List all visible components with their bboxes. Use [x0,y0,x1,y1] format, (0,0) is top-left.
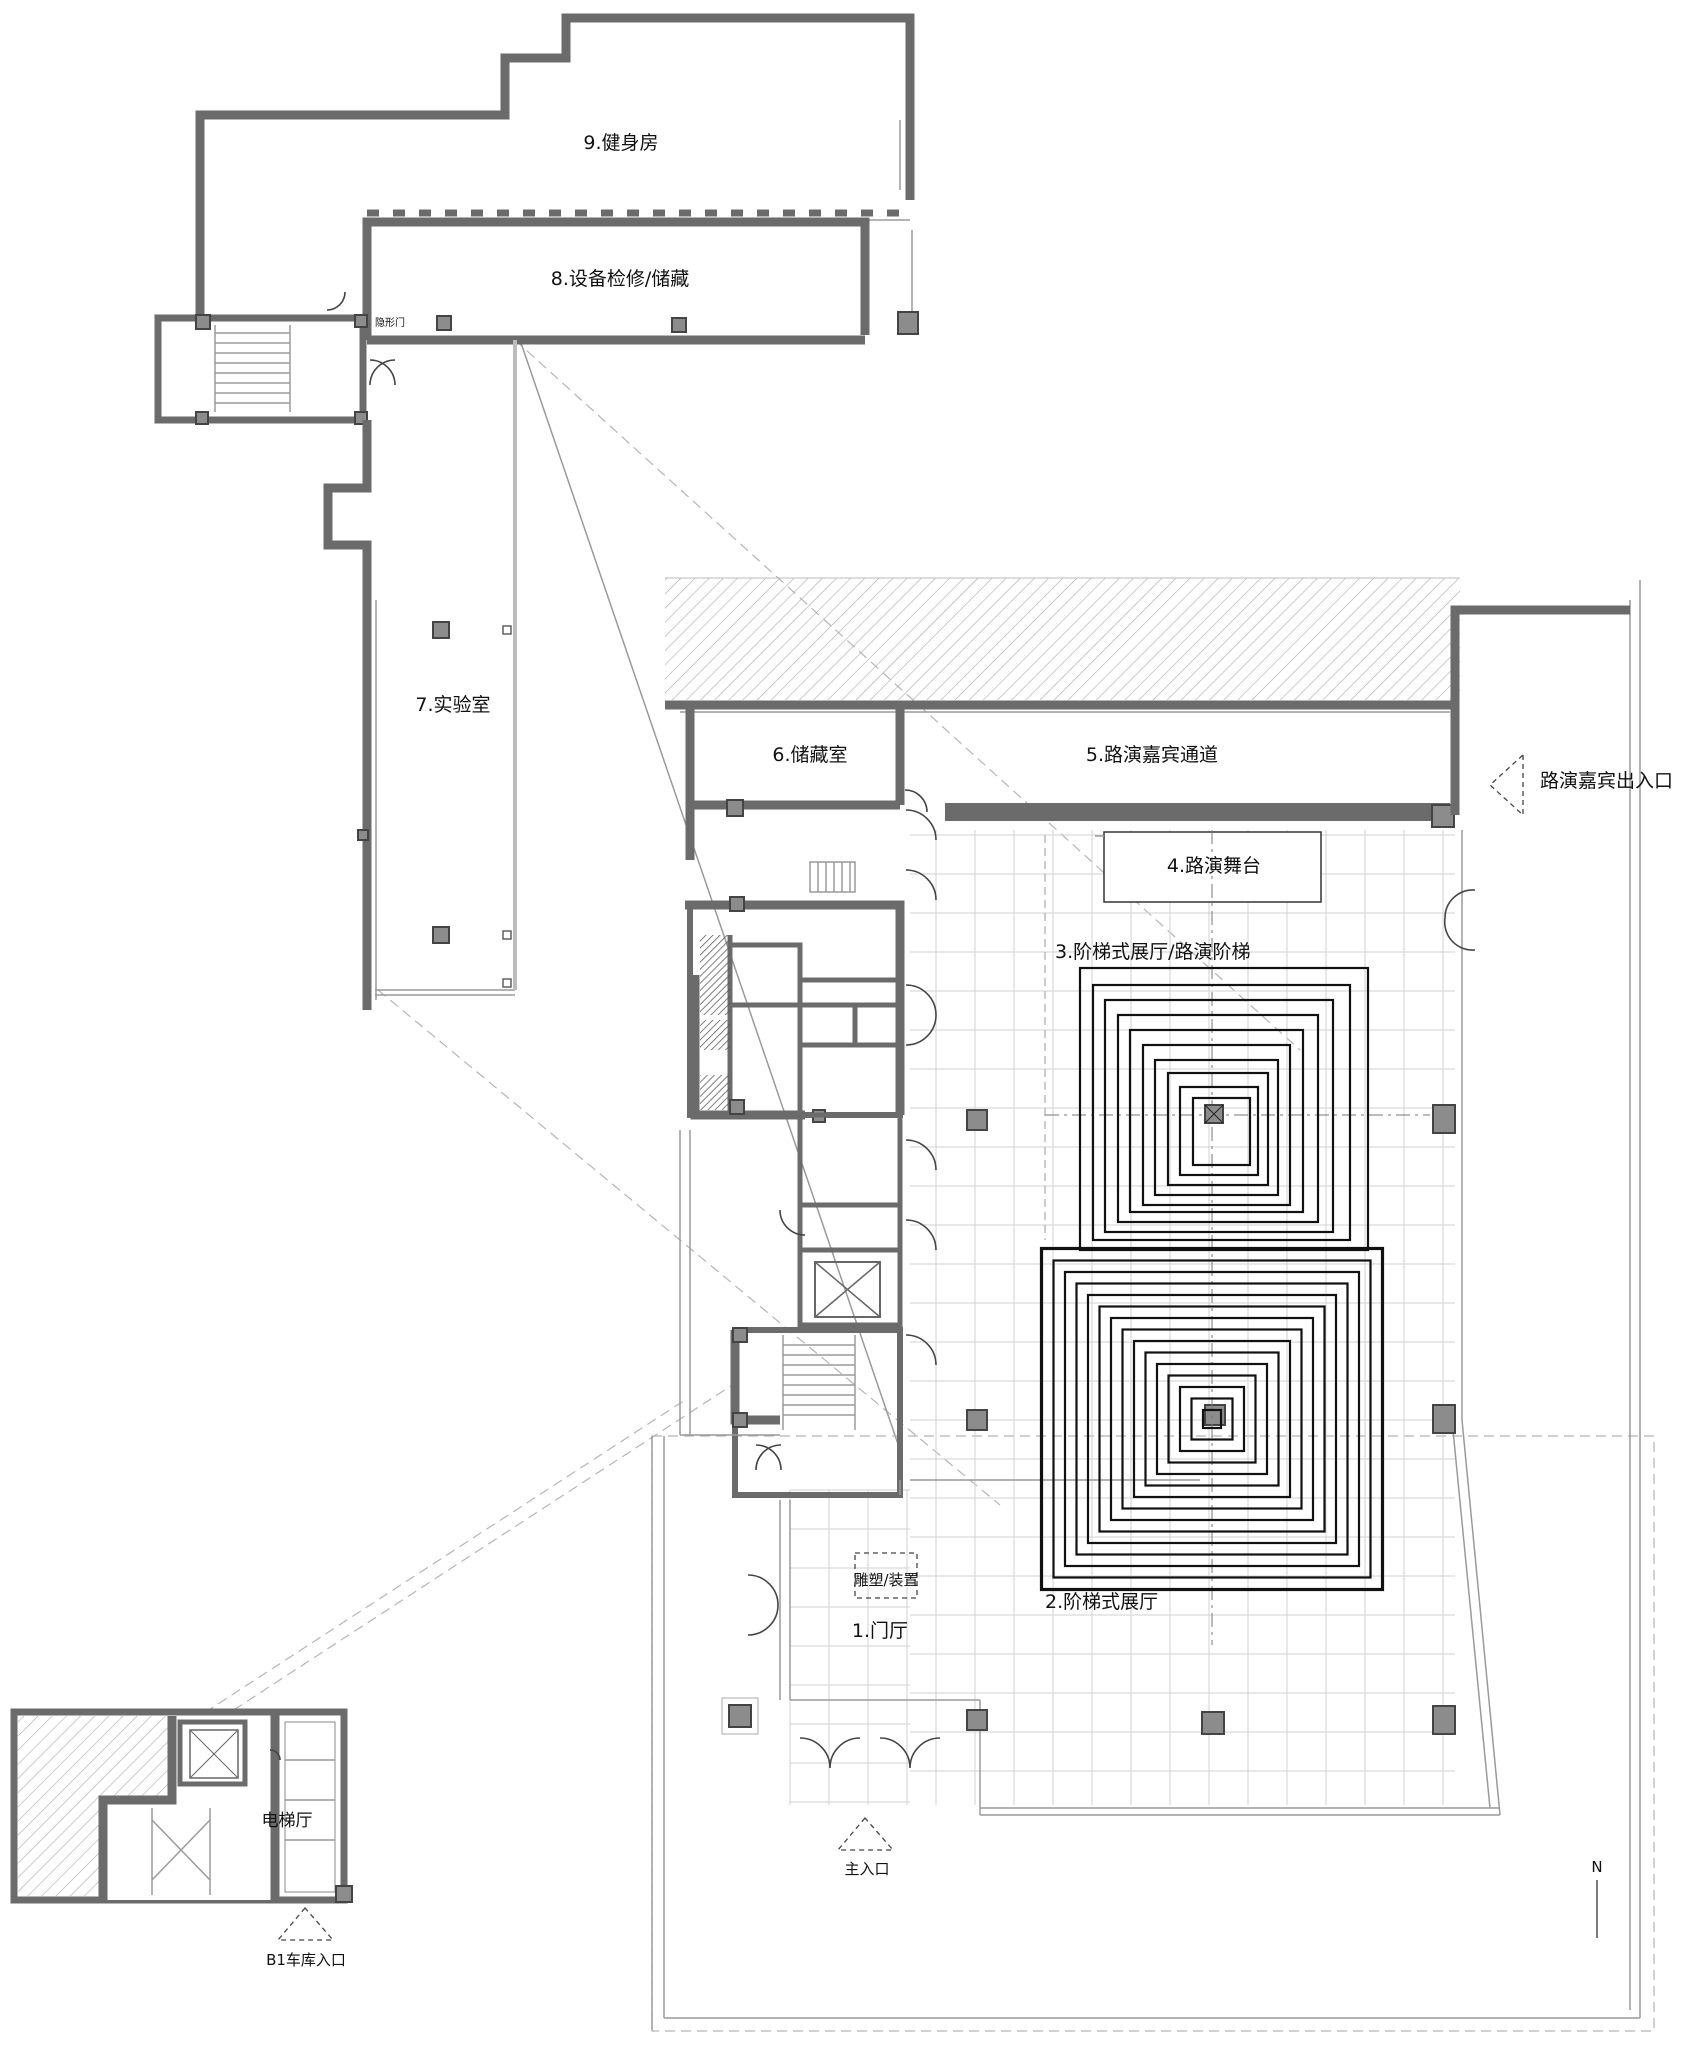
step-line [1167,1374,1257,1464]
step-line [1116,1013,1320,1224]
guest-entrance-label: 路演嘉宾出入口 [1540,770,1673,792]
main-entrance-label: 主入口 [844,1860,889,1878]
step-line [1091,983,1352,1242]
sculpture-label: 雕塑/装置 [853,1571,918,1589]
stair-icon [214,325,291,412]
north-label: N [1591,1858,1602,1876]
garage-entrance-label: B1车库入口 [266,1951,346,1969]
step-line [1128,1028,1305,1214]
room-label-guest-passage: 5.路演嘉宾通道 [1086,744,1218,766]
floor-grid [789,830,1455,1805]
garage-core [10,1708,353,1904]
step-line [1144,1351,1280,1487]
column-icon [1432,1705,1456,1735]
room-label-lab: 7.实验室 [415,694,490,716]
column-icon [1432,1104,1456,1134]
step-line [1039,1246,1385,1592]
column-icon [728,1704,752,1728]
room-label-step-hall: 2.阶梯式展厅 [1045,1591,1158,1613]
column-icon [966,1709,988,1731]
step-line [1109,1316,1315,1522]
room-label-gym: 9.健身房 [583,132,658,154]
step-line [1191,1096,1252,1167]
step-line [1178,1085,1260,1177]
step-line [1141,1043,1292,1207]
step-line [1166,1071,1270,1187]
room-label-storage: 6.储藏室 [772,744,847,766]
step-line [1103,998,1335,1234]
column-icon [1432,1404,1456,1434]
step-line [1201,1408,1223,1430]
step-line [1086,1293,1338,1545]
column-icon [966,1409,988,1431]
stair-icon [151,1808,211,1895]
step-line [1190,1397,1234,1441]
axis-lines [177,339,1301,1746]
column-icon [966,1109,988,1131]
step-line [1052,1259,1372,1579]
room-label-stair-hall: 3.阶梯式展厅/路演阶梯 [1055,941,1251,963]
stair-icon [809,861,856,893]
step-line [1155,1362,1269,1476]
northwest-wing [154,13,919,1010]
elevator-x-icon [814,1261,881,1318]
step-line [1063,1270,1361,1568]
room-label-stage: 4.路演舞台 [1167,855,1261,877]
entrance-triangle-icon [276,753,1524,1941]
step-line [1098,1305,1326,1533]
hidden-door-label: 隐形门 [375,316,405,329]
stair-icon [782,1335,856,1430]
step-line [1132,1339,1292,1499]
main-building [651,577,1655,2032]
step-line [1075,1282,1349,1556]
step-line [1121,1328,1303,1510]
elevator-x-icon [189,1729,239,1779]
room-label-elevator-hall: 电梯厅 [262,1811,313,1831]
step-line [1178,1385,1246,1453]
room-label-lobby: 1.门厅 [852,1620,908,1642]
door-swing-icon [747,789,1476,1769]
column-icon [1201,1711,1225,1735]
step-line [1153,1058,1280,1197]
stepped-exhibition-steps [1039,966,1385,1592]
room-label-maintenance: 8.设备检修/储藏 [551,268,690,290]
